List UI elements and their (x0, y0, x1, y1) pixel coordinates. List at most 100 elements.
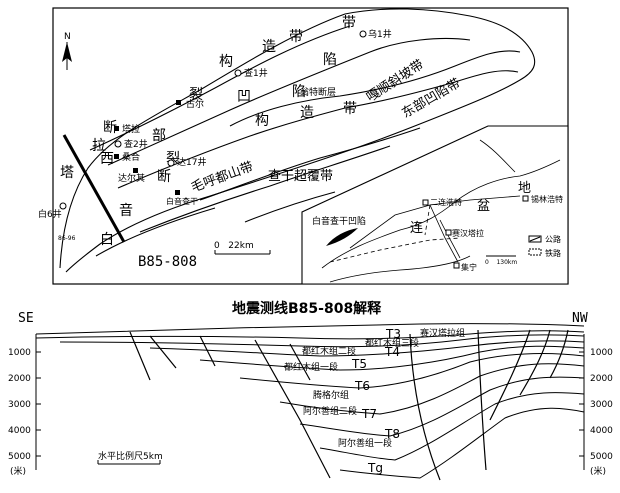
well-label: 塔拉 (122, 123, 140, 135)
formation-labels: 赛汉塔拉组 都红木组三段 都红木组二段 都红木组一段 腾格尔组 阿尔善组二段 阿… (284, 327, 465, 449)
inset-frame (301, 125, 569, 285)
well-marker-icon (59, 202, 67, 210)
zone-char: 陷 (292, 84, 306, 100)
depth-tick-label: 5000 (590, 452, 613, 462)
inset-legend: 公路 铁路 (528, 234, 561, 258)
depth-axis-right: 1000 2000 3000 4000 5000 (米) (579, 348, 613, 477)
section-left-dir: SE (18, 311, 34, 326)
map-scale-text: 0 22km (214, 241, 254, 251)
legend-label: 公路 (545, 234, 561, 244)
depth-tick-label: 5000 (8, 452, 31, 462)
zone-char: 塔 (60, 165, 74, 181)
section-right-dir: NW (572, 311, 588, 326)
inset-scale-text: 0 130km (485, 259, 517, 266)
well-marker-icon (133, 168, 138, 173)
well-label: 查1井 (244, 67, 268, 79)
fault-lines (129, 329, 569, 481)
zone-char: 断 (103, 120, 117, 136)
depth-tick-label: 4000 (590, 426, 613, 436)
zone-char: 造 (300, 105, 314, 121)
zone-char: 构 (219, 54, 233, 70)
seismic-section: 地震测线B85-808解释 SE NW 1000 2000 3000 4000 … (8, 300, 613, 481)
small-label: 86-96 (58, 235, 76, 242)
well-label: 乌1井 (368, 28, 392, 40)
zone-char: 凹 (237, 89, 251, 105)
depth-tick-label: 3000 (590, 400, 613, 410)
formation-label: 都红木组二段 (302, 345, 356, 357)
zone-char: 裂 (189, 87, 203, 103)
zone-labels: 带 构 造 带 陷 裂 凹 陷 拉 西 部 裂 断 音 白 塔 断 构 造 带 (60, 15, 357, 248)
inset-label: 二连浩特 (430, 197, 462, 207)
depth-tick-label: 2000 (8, 374, 31, 384)
well-marker-icon (114, 154, 119, 159)
section-scale-text: 水平比例尺5km (98, 450, 163, 462)
horizon-label: T4 (384, 345, 400, 359)
legend-label: 铁路 (545, 248, 561, 258)
zone-wengte-fault: 翁特断层 (300, 86, 336, 98)
well-marker-icon (167, 159, 175, 167)
zone-char: 构 (255, 113, 269, 129)
horizon-label: T3 (385, 327, 401, 341)
formation-label: 都红木组三段 (365, 337, 419, 349)
horizon-labels: T3 T4 T5 T6 T7 T8 Tg (351, 327, 401, 475)
depth-unit: (米) (10, 465, 26, 477)
zone-char: 带 (289, 29, 303, 45)
well-label: 白6井 (38, 208, 62, 220)
depth-tick-label: 2000 (590, 374, 613, 384)
formation-label: 都红木组一段 (284, 361, 338, 373)
horizon-label: T6 (354, 379, 370, 393)
inset-label: 集宁 (461, 262, 477, 272)
basin-boundaries (59, 8, 536, 273)
well-label: 桑合 (122, 151, 140, 163)
inset-map: 地 盆 连 白音查干凹陷 二连浩特 锡林浩特 赛汉塔拉 集宁 0 130km 公… (301, 125, 569, 285)
well-marker-icon (114, 140, 122, 148)
map-panel: N 带 构 造 带 陷 裂 凹 陷 拉 西 部 (38, 7, 569, 285)
inset-label: 锡林浩特 (531, 194, 563, 204)
horizon-label: T5 (351, 357, 367, 371)
zone-char: 音 (119, 202, 133, 219)
profile-line (62, 134, 126, 243)
map-profile-id: B85-808 (138, 254, 197, 270)
depth-tick-label: 3000 (8, 400, 31, 410)
formation-label: 阿尔善组一段 (338, 437, 392, 449)
wells: 乌1井 查1井 古尔 塔拉 查2井 桑合 达17井 达尔其 白音查干 白6井 8… (38, 28, 392, 242)
zone-char: 白 (100, 232, 114, 248)
well-marker-icon (359, 30, 367, 38)
well-label: 白音查干 (166, 196, 198, 206)
well-marker-icon (114, 126, 119, 131)
formation-label: 阿尔善组二段 (303, 405, 357, 417)
zone-char: 带 (343, 101, 357, 117)
zone-char: 断 (157, 169, 171, 185)
depth-tick-label: 1000 (590, 348, 613, 358)
well-label: 查2井 (124, 138, 148, 150)
inset-label: 盆 (477, 199, 490, 214)
zone-chagan-overlap: 查干超覆带 (268, 169, 333, 184)
depth-unit: (米) (590, 465, 606, 477)
depth-tick-label: 1000 (8, 348, 31, 358)
map-scale-bar: 0 22km (214, 241, 271, 255)
inset-scale: 0 130km (485, 255, 517, 266)
well-label: 古尔 (186, 98, 204, 110)
depth-tick-label: 4000 (8, 426, 31, 436)
inset-railway (329, 204, 461, 263)
horizon-label: T8 (384, 427, 400, 441)
zone-char: 造 (262, 39, 276, 55)
horizon-label: T7 (361, 407, 377, 421)
depth-axis-left: 1000 2000 3000 4000 5000 (米) (8, 348, 41, 477)
zone-char: 带 (342, 15, 356, 31)
inset-label: 赛汉塔拉 (452, 228, 484, 238)
city-marker-icon (453, 262, 460, 269)
formation-label: 腾格尔组 (313, 389, 349, 401)
section-title: 地震测线B85-808解释 (232, 300, 382, 317)
inset-label: 连 (410, 220, 423, 236)
horizon-lines (35, 323, 585, 479)
zone-char: 部 (152, 128, 166, 144)
well-label: 达17井 (177, 156, 206, 168)
zone-eastern-depression: 东部凹陷带 (400, 76, 464, 121)
city-marker-icon (422, 199, 429, 206)
inset-label: 白音查干凹陷 (312, 215, 366, 227)
well-marker-icon (234, 69, 242, 77)
city-marker-icon (522, 195, 529, 202)
zone-char: 拉 (92, 138, 106, 154)
